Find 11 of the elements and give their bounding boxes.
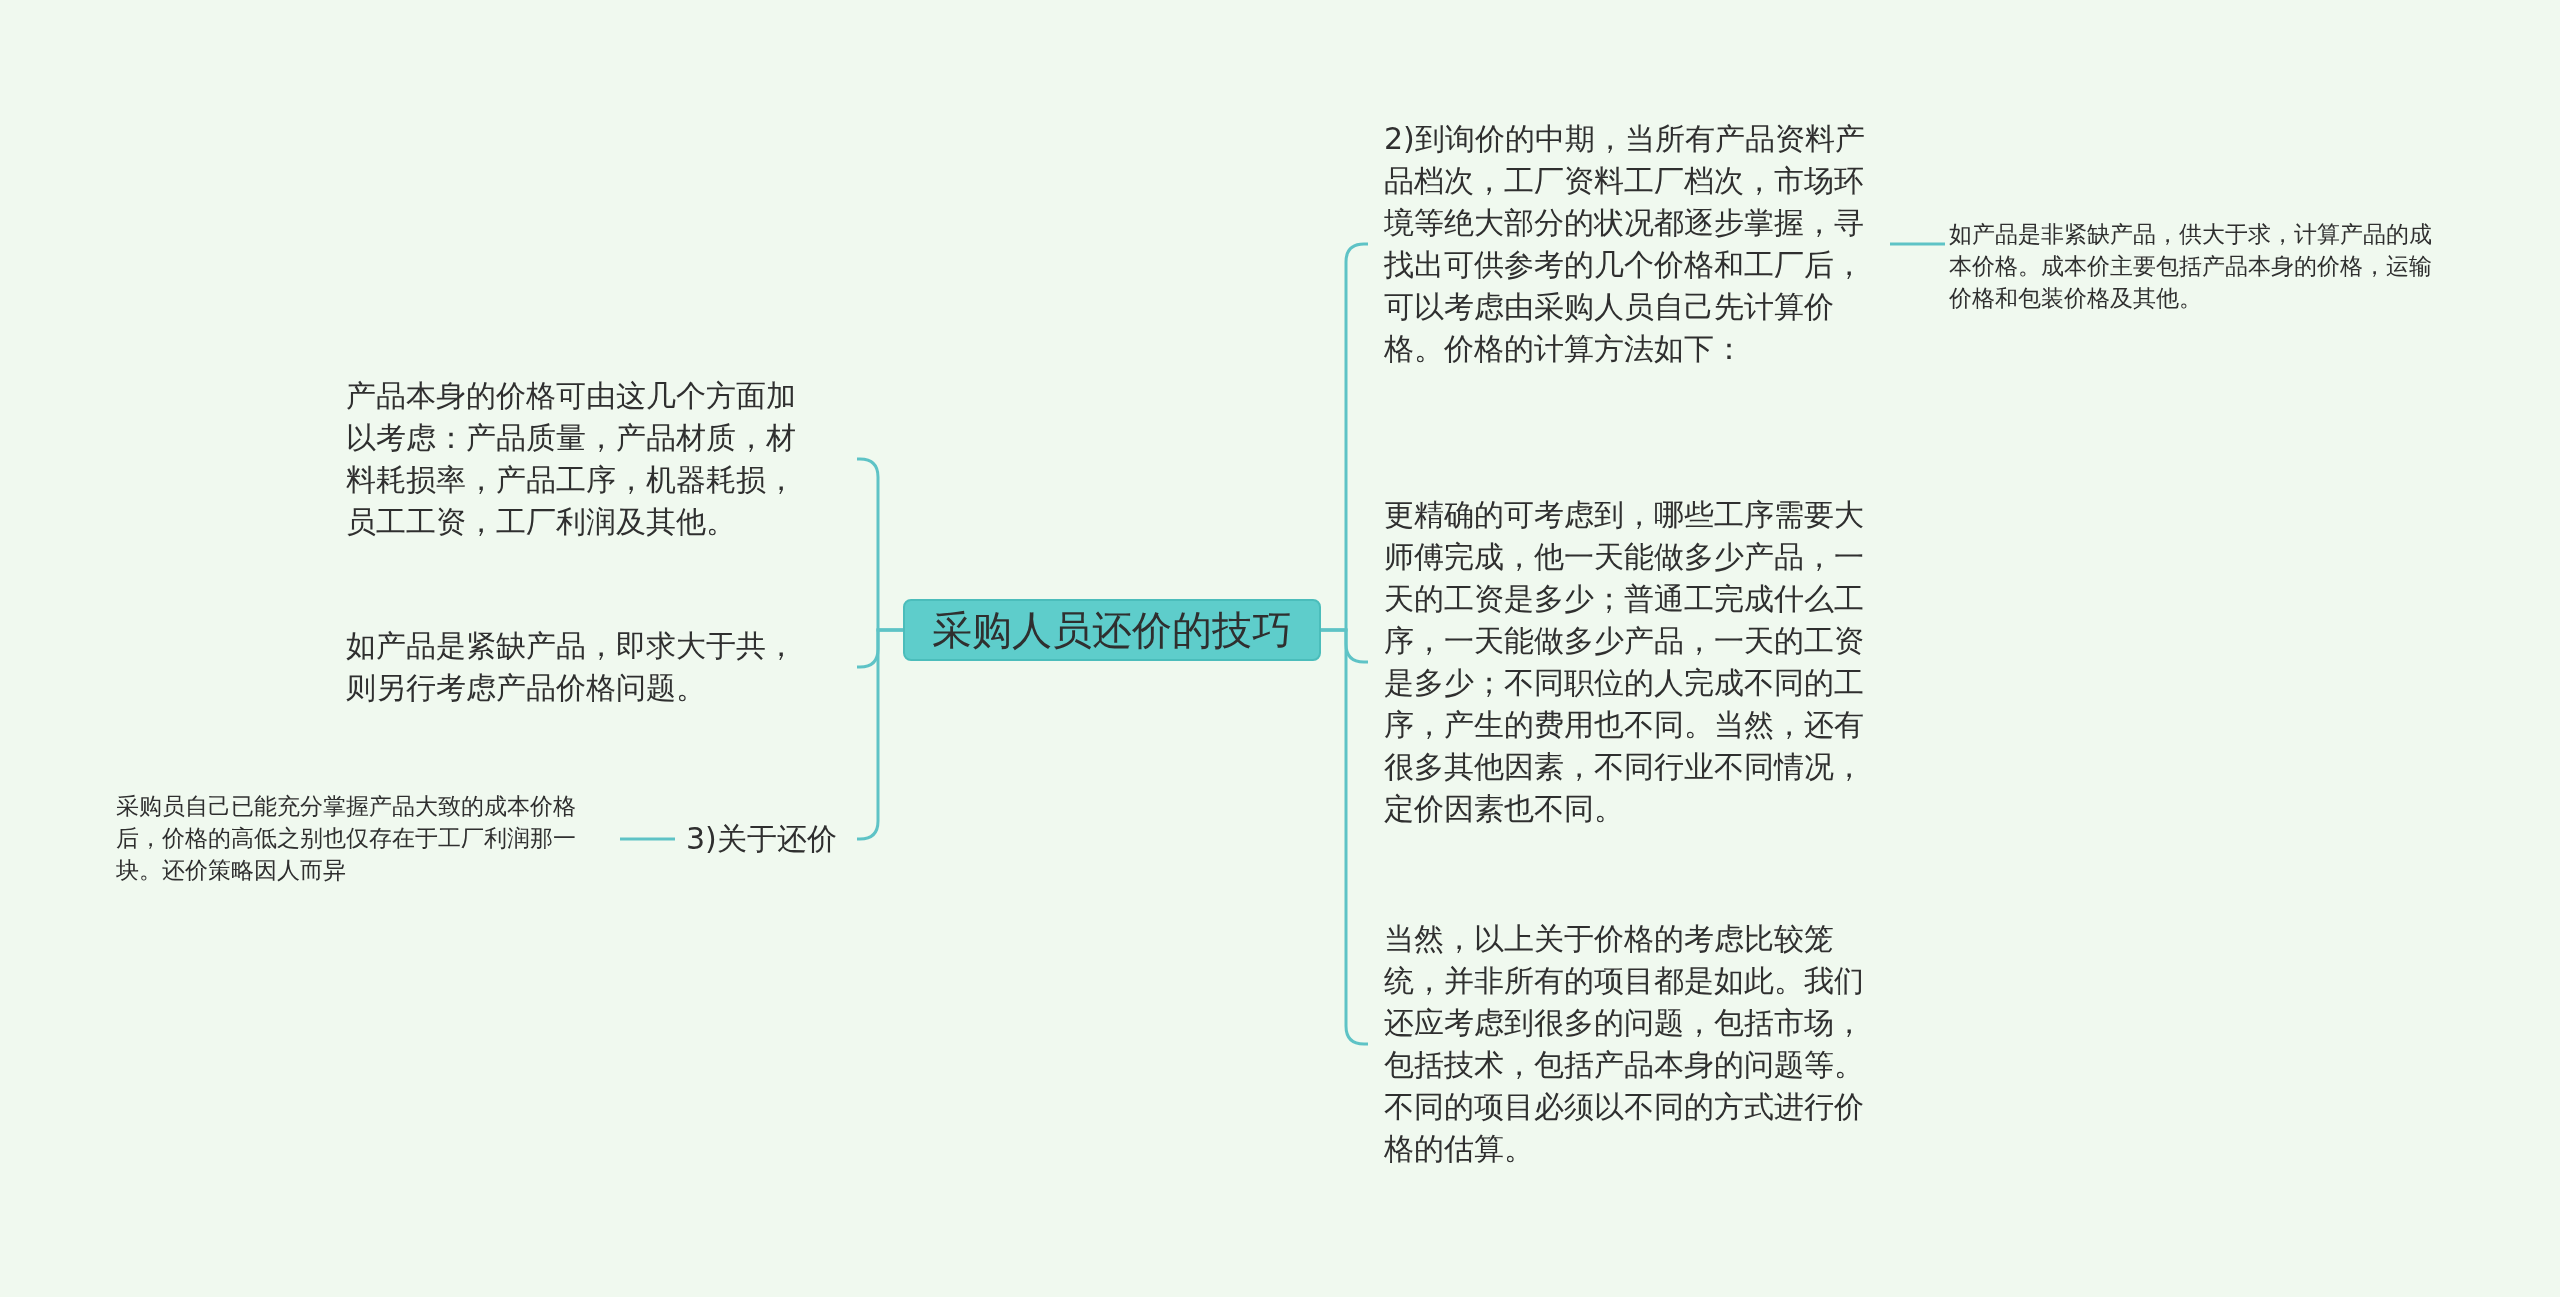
topic-text: 当然，以上关于价格的考虑比较笼统，并非所有的项目都是如此。我们还应考虑到很多的问题，包括市场，包括技术，包括产品本身的问题等。不同的项目必须以不同的方式进行价格的估算。 [1368, 918, 1890, 1170]
central-topic: 采购人员还价的技巧 [903, 599, 1321, 661]
topic-text: 产品本身的价格可由这几个方面加以考虑：产品质量，产品材质，材料耗损率，产品工序，机器耗损，员工工资，工厂利润及其他。 [340, 375, 857, 543]
subtopic-text: 如产品是非紧缺产品，供大于求，计算产品的成本价格。成本价主要包括产品本身的价格，运输价格和包装价格及其他。 [1945, 218, 2455, 314]
topic-text: 如产品是紧缺产品，即求大于共，则另行考虑产品价格问题。 [340, 625, 857, 709]
subtopic-text: 采购员自己已能充分掌握产品大致的成本价格后，价格的高低之别也仅存在于工厂利润那一块。还价策略因人而异 [110, 790, 620, 886]
topic-text: 2)到询价的中期，当所有产品资料产品档次，工厂资料工厂档次，市场环境等绝大部分的状况都逐步掌握，寻找出可供参考的几个价格和工厂后，可以考虑由采购人员自己先计算价格。价格的计算方法如下： [1368, 118, 1890, 370]
connector-line [620, 837, 675, 841]
topic-text: 更精确的可考虑到，哪些工序需要大师傅完成，他一天能做多少产品，一天的工资是多少；普通工完成什么工序，一天能做多少产品，一天的工资是多少；不同职位的人完成不同的工序，产生的费用也不同。当然，还有很多其他因素，不同行业不同情况，定价因素也不同。 [1368, 494, 1890, 830]
topic-text: 3)关于还价 [675, 818, 857, 860]
connector-line [1890, 242, 1945, 246]
